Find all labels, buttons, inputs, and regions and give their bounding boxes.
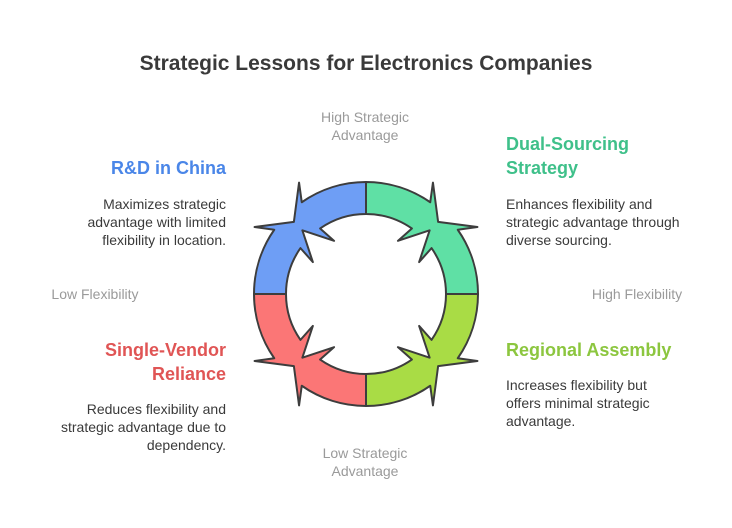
axis-label-low-flexibility: Low Flexibility: [51, 286, 139, 302]
quadrant-title-regional-assembly: Regional Assembly: [506, 340, 672, 360]
quadrant-desc-regional-assembly: Increases flexibility but offers minimal…: [506, 377, 650, 429]
diagram-title: Strategic Lessons for Electronics Compan…: [139, 52, 593, 75]
quadrant-desc-rd-china: Maximizes strategic advantage with limit…: [87, 196, 226, 248]
quadrant-desc-single-vendor: Reduces flexibility and strategic advant…: [60, 401, 226, 453]
segment-rd-china: [253, 181, 367, 295]
quadrant-desc-dual-sourcing: Enhances flexibility and strategic advan…: [506, 196, 680, 248]
segment-regional-assembly: [365, 293, 479, 407]
cycle-ring-diagram: [253, 181, 479, 407]
segment-dual-sourcing: [365, 181, 479, 295]
quadrant-title-single-vendor: Single-Vendor Reliance: [104, 340, 226, 384]
quadrant-title-dual-sourcing: Dual-Sourcing Strategy: [506, 134, 630, 178]
axis-label-high-flexibility: High Flexibility: [591, 286, 683, 302]
axis-label-high-strategic-advantage: High Strategic Advantage: [321, 109, 409, 143]
axis-label-low-strategic-advantage: Low Strategic Advantage: [322, 445, 408, 479]
quadrant-title-rd-china: R&D in China: [111, 158, 226, 178]
segment-single-vendor: [253, 293, 367, 407]
